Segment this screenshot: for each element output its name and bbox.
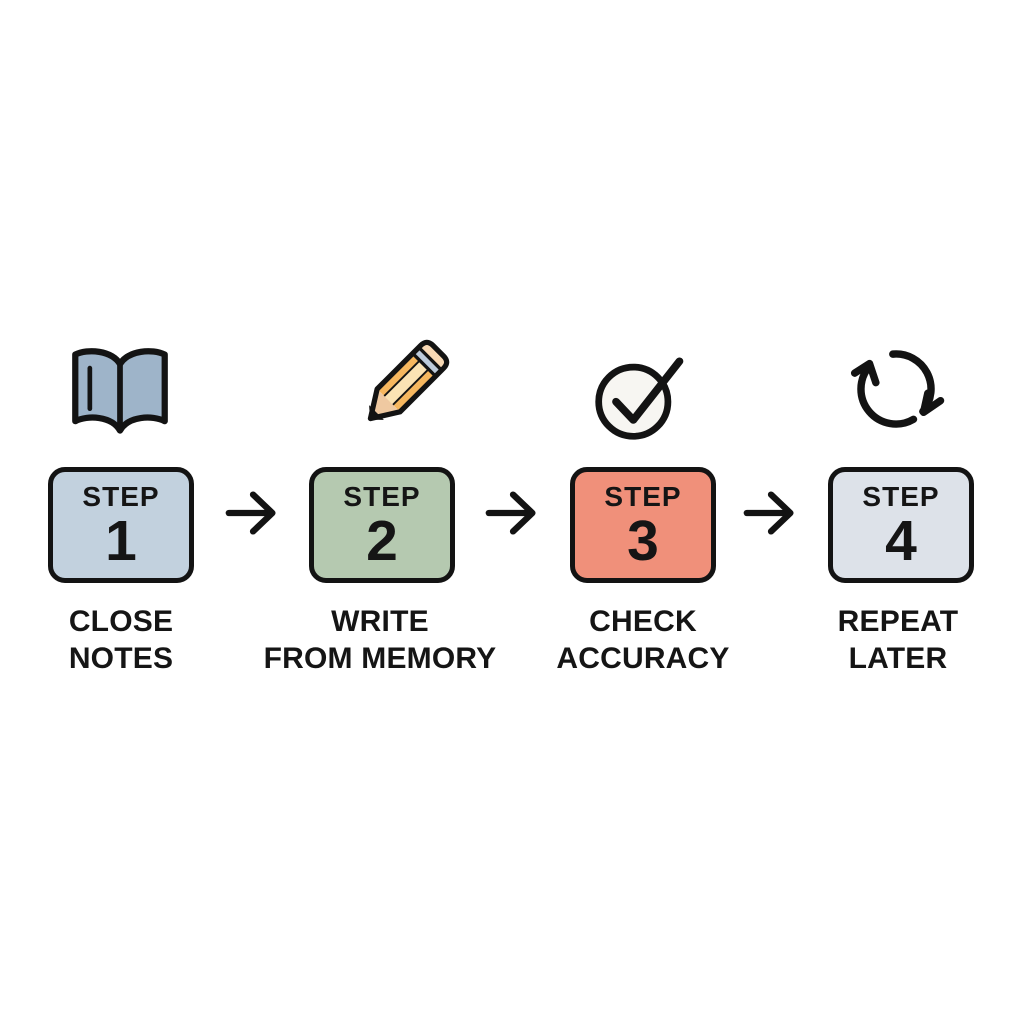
check-mark bbox=[612, 357, 684, 424]
step-box-3: STEP 3 bbox=[570, 467, 716, 583]
step-word: STEP bbox=[82, 480, 160, 512]
caption-line: REPEAT bbox=[837, 605, 959, 638]
check-circle bbox=[595, 363, 672, 440]
check-circle-icon bbox=[591, 346, 691, 442]
pencil-outline bbox=[367, 339, 450, 422]
pencil-ferrule-lines bbox=[411, 346, 443, 378]
step-word: STEP bbox=[862, 480, 940, 512]
step-number: 4 bbox=[885, 508, 917, 573]
step-word: STEP bbox=[604, 480, 682, 512]
pencil-eraser bbox=[418, 342, 447, 371]
step-number: 3 bbox=[627, 508, 659, 573]
caption-line: ACCURACY bbox=[556, 642, 730, 675]
right-arrow-icon bbox=[483, 482, 545, 544]
pencil-stripe-lines bbox=[383, 359, 430, 406]
step-number: 1 bbox=[105, 508, 137, 573]
step-caption-3: CHECK ACCURACY bbox=[483, 603, 803, 677]
step-box-4: STEP 4 bbox=[828, 467, 974, 583]
pencil-ferrule bbox=[412, 347, 442, 377]
caption-line: WRITE bbox=[331, 605, 429, 638]
cycle-arc-left bbox=[857, 362, 918, 428]
step-word: STEP bbox=[343, 480, 421, 512]
cycle-arrowhead-top-left bbox=[850, 359, 880, 387]
pencil-icon bbox=[345, 330, 459, 444]
open-book-icon bbox=[68, 339, 172, 443]
caption-line: NOTES bbox=[68, 642, 174, 675]
step-box-2: STEP 2 bbox=[309, 467, 455, 583]
step-caption-2: WRITE FROM MEMORY bbox=[220, 603, 540, 677]
step-caption-1: CLOSE NOTES bbox=[0, 603, 281, 677]
caption-line: CHECK bbox=[589, 605, 697, 638]
step-box-1: STEP 1 bbox=[48, 467, 194, 583]
caption-line: LATER bbox=[848, 642, 948, 675]
cycle-arrowhead-bottom-right bbox=[919, 389, 945, 417]
right-arrow-icon bbox=[741, 482, 803, 544]
step-caption-4: REPEAT LATER bbox=[738, 603, 1024, 677]
right-arrow-icon bbox=[223, 482, 285, 544]
step-number: 2 bbox=[366, 508, 398, 573]
caption-line: CLOSE bbox=[68, 605, 174, 638]
pencil-stripe bbox=[384, 360, 429, 405]
caption-line: FROM MEMORY bbox=[263, 642, 497, 675]
repeat-cycle-icon bbox=[843, 336, 949, 442]
